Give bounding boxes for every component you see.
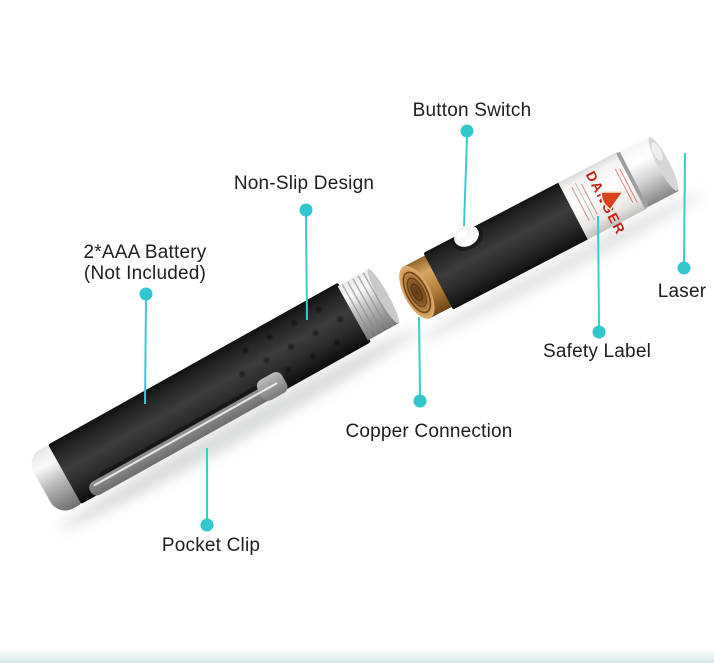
label-safety-label: Safety Label xyxy=(542,341,652,362)
chrome-tip xyxy=(619,136,679,207)
tip-step-ring xyxy=(616,151,649,209)
copper-threads xyxy=(399,254,454,320)
label-non-slip-design: Non-Slip Design xyxy=(233,173,375,194)
label-battery: 2*AAA Battery (Not Included) xyxy=(83,242,207,284)
pocket-clip-part xyxy=(89,372,288,496)
dot-copper-connection xyxy=(413,394,427,408)
leader-button-switch xyxy=(463,136,468,227)
leader-battery xyxy=(144,299,147,405)
dot-safety-label xyxy=(592,325,606,339)
dot-pocket-clip xyxy=(200,518,214,532)
label-copper-connection: Copper Connection xyxy=(345,421,513,442)
sticker-fine-print xyxy=(571,168,638,221)
dot-non-slip-design xyxy=(299,203,313,217)
leader-safety-label xyxy=(597,215,600,327)
end-cap xyxy=(31,444,86,511)
pen-barrel xyxy=(31,268,419,531)
label-button-switch: Button Switch xyxy=(412,100,532,121)
dot-laser xyxy=(677,261,691,275)
dot-battery xyxy=(139,287,153,301)
surface-edge xyxy=(0,649,714,663)
callout-leaders xyxy=(144,136,686,519)
head-body xyxy=(424,182,589,309)
safety-sticker: DANGER xyxy=(558,151,648,240)
label-pocket-clip: Pocket Clip xyxy=(161,535,261,556)
leader-laser xyxy=(683,152,686,263)
pen-head: DANGER xyxy=(399,136,704,342)
button-switch-part xyxy=(452,225,483,252)
barrel-shadow xyxy=(59,329,419,531)
thread-collar xyxy=(337,268,400,341)
callout-dots xyxy=(139,124,691,532)
dot-button-switch xyxy=(460,124,474,138)
warning-badge xyxy=(600,191,625,211)
leader-non-slip-design xyxy=(305,215,308,321)
head-shadow xyxy=(419,192,704,342)
leader-copper-connection xyxy=(418,316,421,396)
non-slip-dimples xyxy=(238,305,345,388)
barrel-body xyxy=(48,283,371,504)
label-laser: Laser xyxy=(657,281,707,302)
